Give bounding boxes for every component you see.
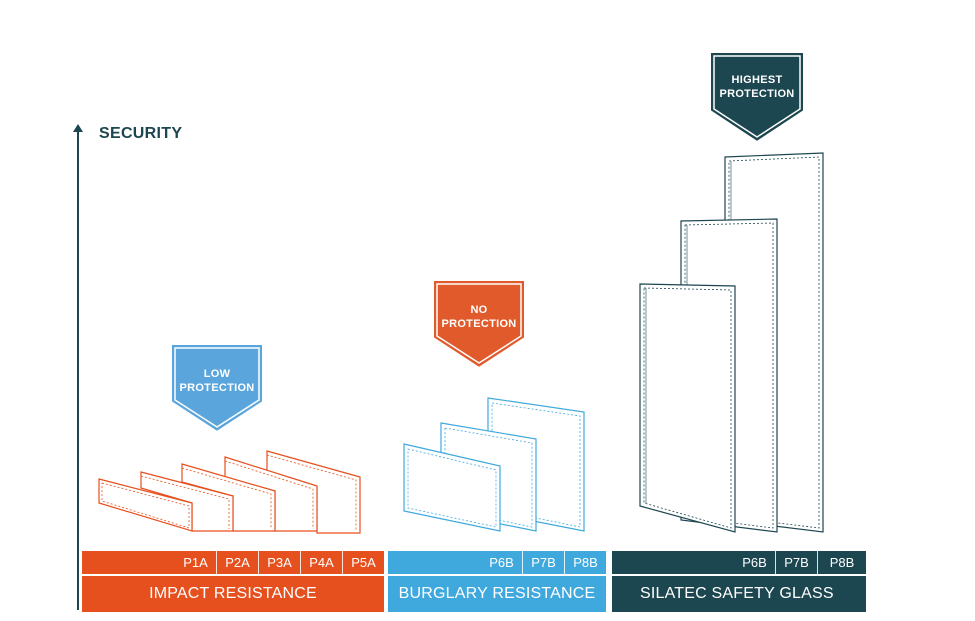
- grade-p4a: P4A: [300, 551, 342, 574]
- grade-p8b: P8B: [817, 551, 866, 574]
- impact-resistance-band: P1A P2A P3A P4A P5A IMPACT RESISTANCE: [82, 551, 384, 612]
- security-axis: [77, 130, 79, 610]
- low-protection-badge: LOW PROTECTION: [170, 343, 264, 434]
- no-protection-badge: NO PROTECTION: [432, 279, 526, 370]
- silatec-safety-glass-band: P6B P7B P8B SILATEC SAFETY GLASS: [612, 551, 866, 612]
- badge-line2: PROTECTION: [719, 88, 795, 100]
- silatec-panes: [639, 152, 824, 533]
- burglary-panes: [403, 397, 585, 532]
- grade-p2a: P2A: [216, 551, 258, 574]
- badge-line1: NO: [470, 304, 488, 316]
- pane-p6b: [403, 443, 501, 532]
- pane-p1a: [98, 478, 193, 532]
- band-title: SILATEC SAFETY GLASS: [612, 576, 866, 612]
- grade-p1a: P1A: [183, 555, 208, 570]
- shield-icon: [709, 51, 805, 144]
- grade-row: P6B P7B P8B: [612, 551, 866, 574]
- grade-p7b: P7B: [522, 551, 564, 574]
- badge-line2: PROTECTION: [441, 318, 517, 330]
- impact-panes: [98, 450, 361, 534]
- band-title: IMPACT RESISTANCE: [82, 576, 384, 612]
- burglary-resistance-band: P6B P7B P8B BURGLARY RESISTANCE: [388, 551, 606, 612]
- band-title: BURGLARY RESISTANCE: [388, 576, 606, 612]
- grade-row: P6B P7B P8B: [388, 551, 606, 574]
- grade-p3a: P3A: [258, 551, 300, 574]
- badge-line2: PROTECTION: [179, 382, 255, 394]
- shield-icon: [170, 343, 264, 434]
- badge-line1: HIGHEST: [731, 74, 783, 86]
- grade-p6b: P6B: [489, 555, 514, 570]
- axis-arrow-icon: [73, 124, 83, 132]
- highest-protection-badge: HIGHEST PROTECTION: [709, 51, 805, 144]
- pane-silatec-p6b: [639, 283, 736, 533]
- shield-icon: [432, 279, 526, 370]
- axis-label: SECURITY: [99, 125, 183, 142]
- grade-p5a: P5A: [342, 551, 384, 574]
- grade-row: P1A P2A P3A P4A P5A: [82, 551, 384, 574]
- grade-p6b: P6B: [742, 555, 767, 570]
- badge-line1: LOW: [203, 368, 231, 380]
- grade-p7b: P7B: [775, 551, 817, 574]
- grade-p8b: P8B: [564, 551, 606, 574]
